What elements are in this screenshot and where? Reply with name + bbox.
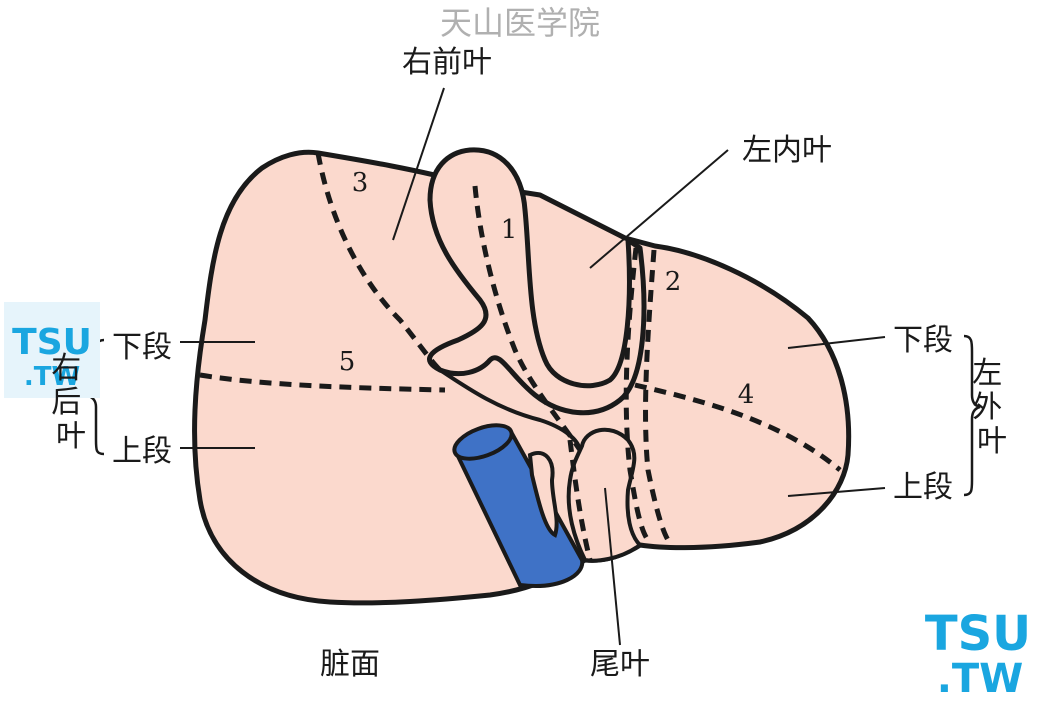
- logo-left-line2: .TW: [24, 362, 80, 392]
- segment-number-5: 5: [339, 347, 356, 377]
- vena-cava: [452, 423, 585, 588]
- label-left-medial-lobe: 左内叶: [742, 133, 832, 168]
- vertical-label-right-posterior: 右 后 叶: [51, 351, 91, 454]
- label-right-posterior-lobe: TSU .TW 右 后 叶: [4, 302, 100, 454]
- watermark-text: 天山医学院: [440, 4, 600, 42]
- segment-number-1: 1: [501, 215, 518, 245]
- segment-number-4: 4: [738, 380, 755, 410]
- label-caudate-lobe: 尾叶: [590, 647, 650, 682]
- label-inferior-segment-left: 下段: [893, 323, 953, 358]
- logo-panel-left: [4, 302, 100, 398]
- label-superior-segment-left: 上段: [893, 470, 953, 505]
- label-visceral-surface: 脏面: [320, 647, 380, 682]
- label-right-anterior-lobe: 右前叶: [402, 45, 492, 80]
- caudate-lobe-shape: [566, 427, 644, 563]
- logo-line2: .TW: [937, 656, 1024, 702]
- vertical-label-left-lateral: 左 外 叶: [972, 356, 1012, 459]
- logo-bottom-right: TSU .TW: [925, 606, 1031, 702]
- logo-line1: TSU: [925, 606, 1031, 662]
- vessel-notch: [527, 451, 559, 538]
- segment-boundaries: [199, 152, 842, 561]
- brace-left-lateral: [963, 334, 981, 497]
- label-inferior-segment-right: 下段: [112, 330, 172, 365]
- hilar-line: [438, 368, 582, 451]
- pointer-lines: [180, 87, 886, 646]
- segment-number-3: 3: [352, 168, 369, 198]
- label-superior-segment-right: 上段: [112, 434, 172, 469]
- round-ligament-loop: [427, 147, 647, 416]
- segment-number-2: 2: [665, 267, 682, 297]
- logo-left-line1: TSU: [12, 322, 92, 363]
